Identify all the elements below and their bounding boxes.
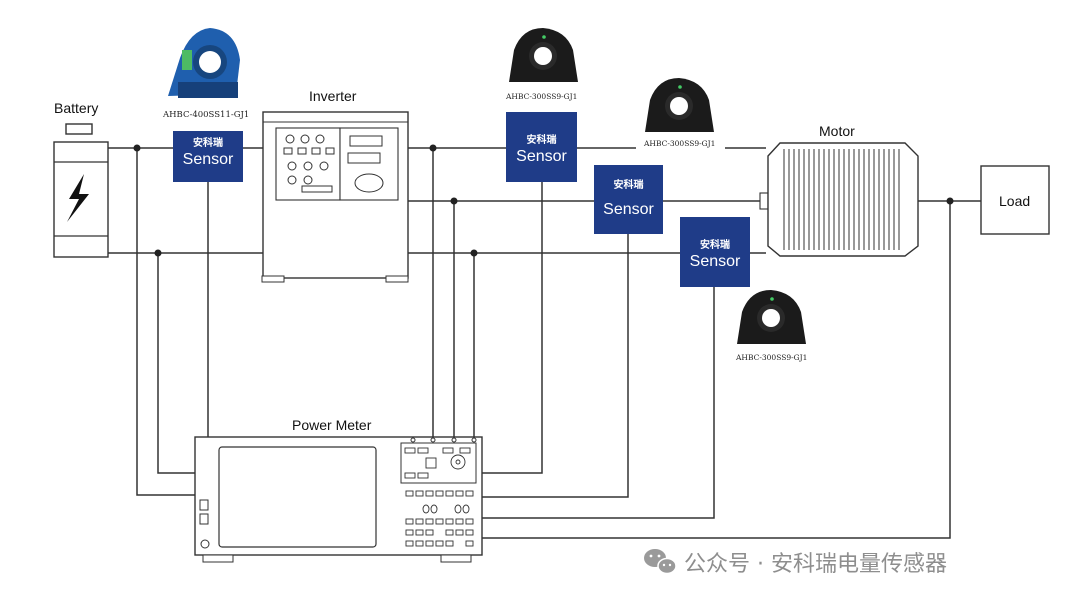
inverter-label: Inverter	[309, 88, 357, 104]
current-sensor-icon	[645, 78, 714, 132]
motor	[759, 142, 919, 257]
junction-dots	[133, 144, 954, 257]
wechat-icon	[644, 549, 677, 575]
sensor-model-label: AHBC-300SS9-GJ1	[644, 139, 716, 148]
sensor-brand: 安科瑞	[700, 240, 730, 251]
power-meter-label: Power Meter	[292, 417, 372, 433]
current-sensor-icon	[168, 28, 240, 98]
wiring	[108, 147, 981, 539]
inverter	[261, 111, 409, 283]
sensor-word: Sensor	[182, 151, 234, 168]
watermark-text: 公众号 · 安科瑞电量传感器	[684, 552, 947, 577]
sensor-model-label: AHBC-400SS11-GJ1	[163, 110, 250, 120]
current-sensor-icon	[509, 28, 578, 82]
sensor-brand: 安科瑞	[613, 180, 644, 191]
sensor-word: Sensor	[689, 253, 741, 270]
load-label: Load	[999, 193, 1031, 209]
battery-bolt-icon	[67, 174, 89, 222]
sensor-box: 安科瑞 Sensor	[173, 131, 243, 182]
load-box	[980, 165, 1050, 235]
sensor-word: Sensor	[603, 201, 654, 218]
sensor-model-label: AHBC-300SS9-GJ1	[506, 92, 578, 101]
power-meter	[194, 436, 483, 563]
sensor-box: 安科瑞 Sensor	[680, 217, 750, 287]
sensor-brand: 安科瑞	[526, 135, 557, 146]
sensor-brand: 安科瑞	[193, 138, 223, 149]
sensor-word: Sensor	[516, 148, 567, 165]
sensor-box: 安科瑞 Sensor	[506, 112, 577, 182]
motor-label: Motor	[819, 123, 855, 139]
sensor-box: 安科瑞 Sensor	[594, 165, 663, 234]
battery-label: Battery	[54, 100, 99, 116]
battery	[53, 123, 109, 258]
sensor-model-label: AHBC-300SS9-GJ1	[736, 353, 808, 362]
current-sensor-icon	[737, 290, 806, 344]
